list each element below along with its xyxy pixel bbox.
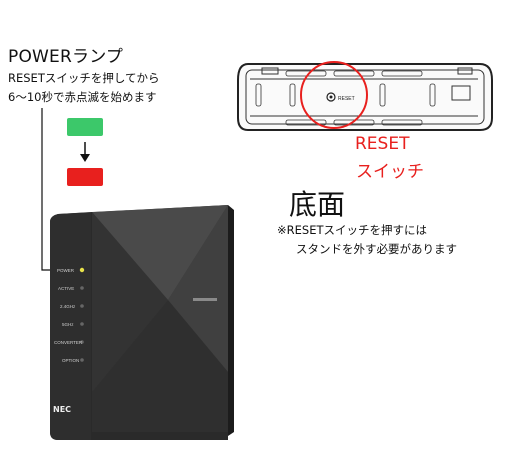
led-green-swatch <box>67 118 103 136</box>
stand-note-line2: スタンドを外す必要があります <box>296 242 457 256</box>
reset-highlight-circle <box>300 61 368 129</box>
nec-logo: NEC <box>53 405 72 414</box>
arrow-down-icon <box>80 142 90 162</box>
power-lamp-title: POWERランプ <box>8 47 124 67</box>
led-label-option: OPTION <box>62 358 79 363</box>
stand-note-line1: ※RESETスイッチを押すには <box>277 223 427 237</box>
router-device: POWER ACTIVE 2.4GHz 5GHz CONVERTER OPTIO… <box>50 205 234 440</box>
device-bottom-view <box>237 63 493 131</box>
power-lamp-desc-line1: RESETスイッチを押してから <box>8 71 160 85</box>
reset-button-text: RESET <box>338 96 355 102</box>
bottom-view-title: 底面 <box>289 188 346 221</box>
led-label-2g: 2.4GHz <box>60 304 76 309</box>
led-red-swatch <box>67 168 103 186</box>
reset-switch-label-line1: RESET <box>355 134 410 154</box>
power-lamp-desc-line2: 6〜10秒で赤点滅を始めます <box>8 90 157 104</box>
led-label-power: POWER <box>57 268 75 273</box>
led-label-active: ACTIVE <box>58 286 74 291</box>
led-label-converter: CONVERTER <box>54 340 83 345</box>
led-label-5g: 5GHz <box>62 322 74 327</box>
reset-switch-label-line2: スイッチ <box>356 162 424 182</box>
